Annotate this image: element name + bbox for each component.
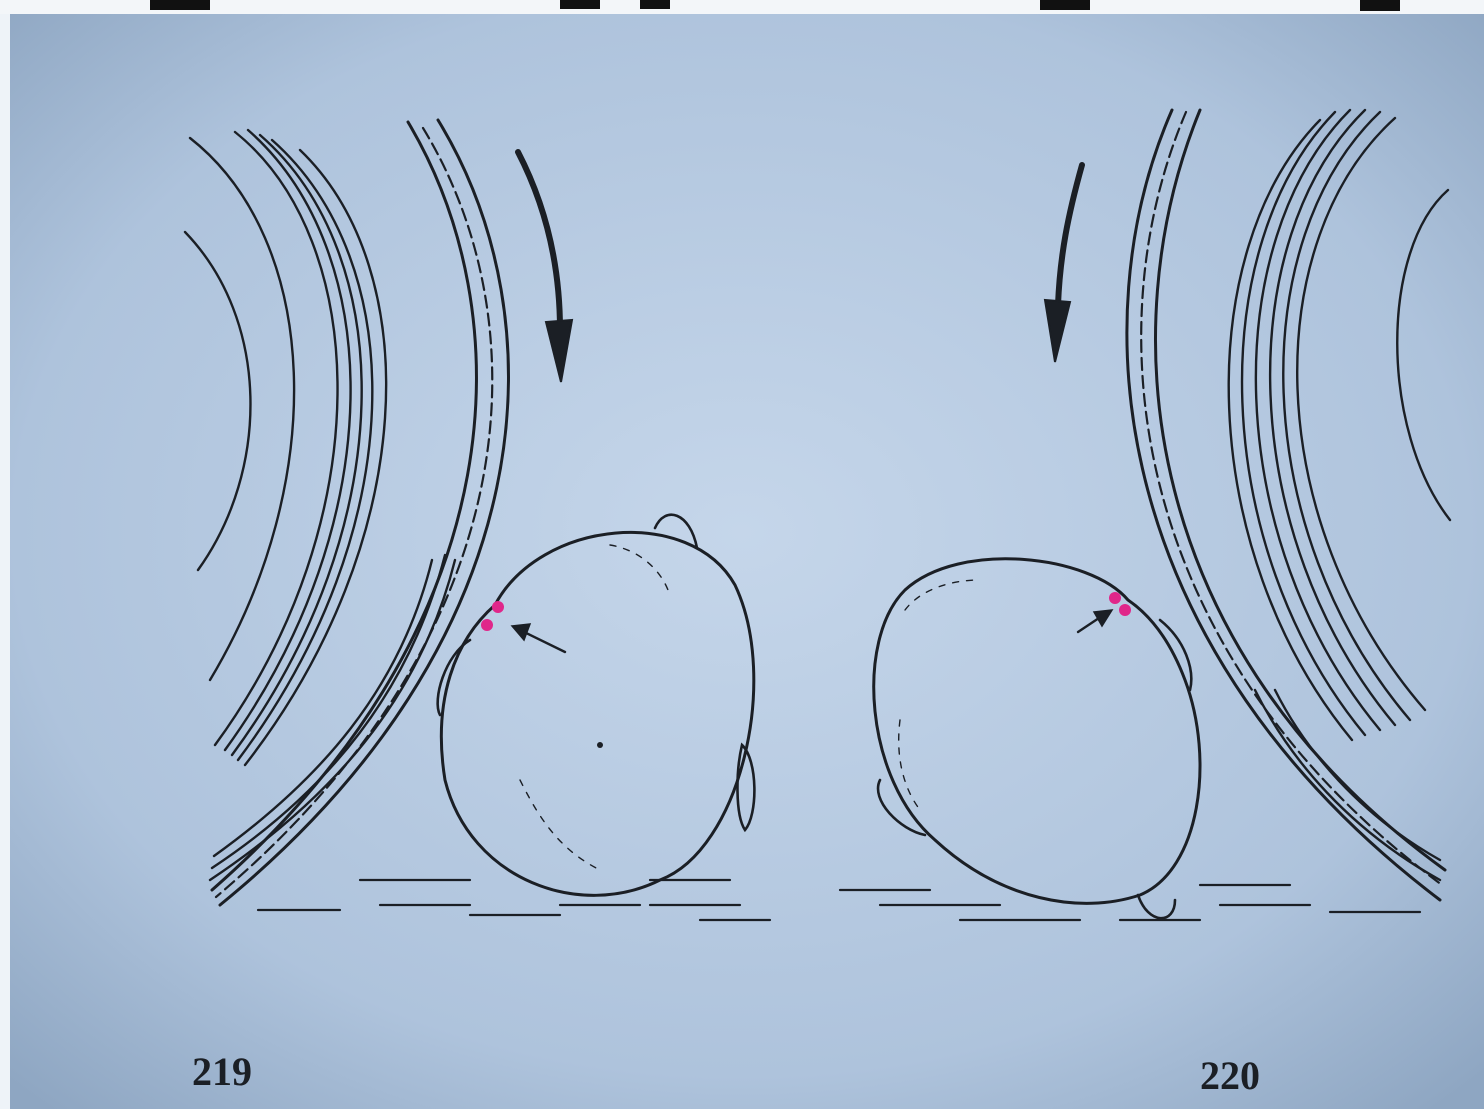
marker-dot-left-2 <box>481 619 493 631</box>
figure-number-219: 219 <box>192 1048 252 1095</box>
top-strip <box>0 0 1484 14</box>
figure-number-220: 220 <box>1200 1052 1260 1099</box>
marker-dot-right-1 <box>1109 592 1121 604</box>
marker-dot-left-1 <box>492 601 504 613</box>
left-edge-band <box>0 0 10 1109</box>
marker-dot-right-2 <box>1119 604 1131 616</box>
